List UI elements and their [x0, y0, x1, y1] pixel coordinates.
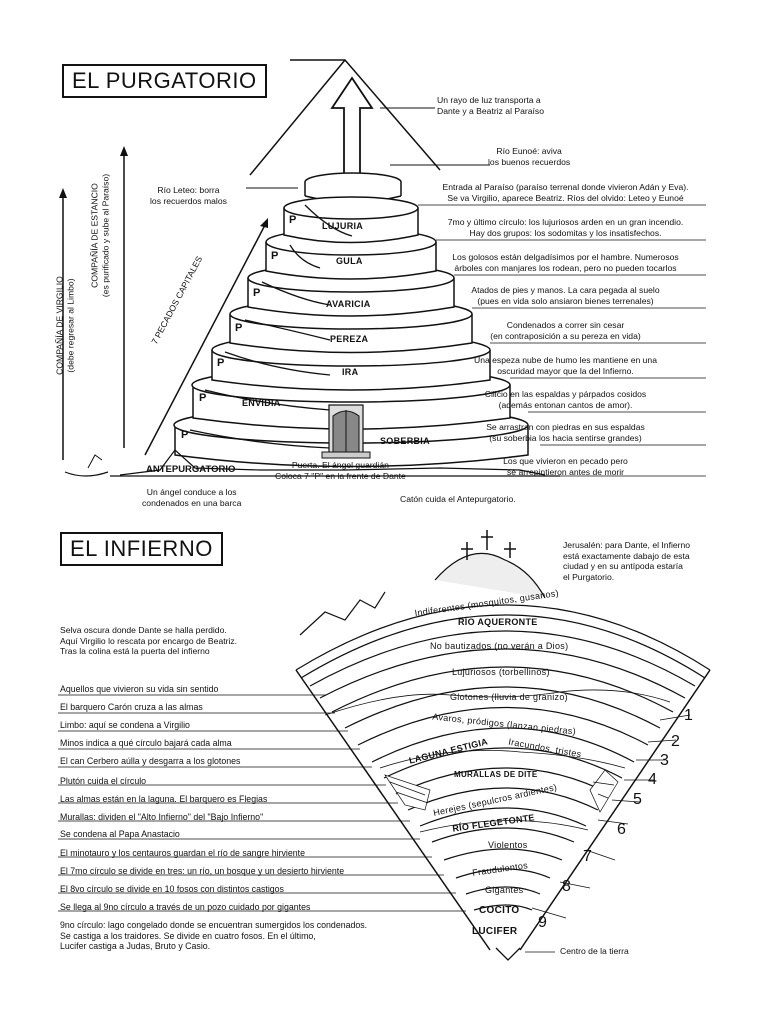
p-mark-5: P [217, 357, 225, 369]
estancio-label: COMPAÑÍA DE ESTANCIO(es purificado y sub… [89, 173, 111, 298]
circle-number-8: 8 [562, 878, 571, 895]
ring-glotones: Glotones (lluvia de granizo) [450, 692, 568, 702]
left-note-8: Murallas: dividen el "Alto Infierno" del… [60, 812, 264, 822]
purgatorio-title: EL PURGATORIO [62, 64, 267, 98]
antepurgatorio-label: ANTEPURGATORIO [146, 464, 236, 475]
left-note-12: El 8vo círculo se divide en 10 fosos con… [60, 884, 284, 894]
right-note-8: Se arrastran con piedras en sus espaldas… [486, 422, 645, 443]
circle-number-4: 4 [648, 771, 657, 788]
terrace-ira: IRA [342, 367, 359, 377]
p-mark-4: P [235, 322, 243, 334]
p-mark-2: P [271, 250, 279, 262]
infierno-drawing [58, 530, 711, 961]
right-note-5: Condenados a correr sin cesar(en contrap… [490, 320, 641, 341]
purgatorio-drawing [59, 59, 706, 477]
ring-violentos: Violentos [488, 840, 528, 850]
right-note-3: Los golosos están delgadísimos por el ha… [452, 252, 679, 273]
left-note-6: Plutón cuida el círculo [60, 776, 147, 786]
right-note-2: 7mo y último círculo: los lujuriosos ard… [447, 217, 684, 238]
terrace-lujuria: LUJURIA [322, 221, 364, 231]
terrace-pereza: PEREZA [330, 334, 369, 344]
left-note-11: El 7mo círculo se divide en tres: un río… [60, 866, 345, 876]
last-note: 9no círculo: lago congelado donde se enc… [60, 920, 368, 951]
circle-number-6: 6 [617, 821, 626, 838]
right-note-4: Atados de pies y manos. La cara pegada a… [471, 285, 660, 306]
virgilio-label: COMPAÑÍA DE VIRGILIO(debe regresar al Li… [54, 276, 76, 375]
circle-number-7: 7 [583, 848, 592, 865]
left-note-2: El barquero Carón cruza a las almas [60, 702, 203, 712]
selva-note: Selva oscura donde Dante se halla perdid… [60, 625, 238, 656]
caton-note: Catón cuida el Antepurgatorio. [400, 494, 516, 504]
ring-lucifer: LUCIFER [472, 926, 518, 937]
centro-note: Centro de la tierra [560, 946, 629, 956]
terrace-gula: GULA [336, 256, 363, 266]
ring-no-bautizados: No bautizados (no verán a Dios) [430, 641, 569, 651]
left-note-3: Limbo: aquí se condena a Virgilio [60, 720, 190, 730]
p-mark-6: P [199, 392, 207, 404]
ring-lujuriosos: Lujuriosos (torbellinos) [452, 667, 550, 677]
p-mark-1: P [289, 214, 297, 226]
right-note-7: Cilicio en las espaldas y párpados cosid… [484, 389, 647, 410]
right-note-6: Una espeza nube de humo les mantiene en … [474, 355, 657, 376]
left-note-1: Aquellos que vivieron su vida sin sentid… [60, 684, 219, 694]
terrace-soberbia: SOBERBIA [380, 436, 430, 446]
right-note-1: Entrada al Paraíso (paraíso terrenal don… [442, 182, 689, 203]
left-note-5: El can Cerbero aúlla y desgarra a los gl… [60, 756, 241, 766]
ring-aqueronte: RÍO AQUERONTE [458, 617, 538, 627]
ring-cocito: COCITO [479, 905, 520, 916]
circle-number-5: 5 [633, 791, 642, 808]
ring-murallas-dite: MURALLAS DE DITE [454, 770, 538, 779]
left-note-9: Se condena al Papa Anastacio [60, 829, 180, 839]
p-mark-7: P [181, 429, 189, 441]
infierno-title: EL INFIERNO [60, 532, 223, 566]
circle-number-1: 1 [684, 707, 693, 724]
left-note-13: Se llega al 9no círculo a través de un p… [60, 902, 311, 912]
left-note-7: Las almas están en la laguna. El barquer… [60, 794, 268, 804]
terrace-envidia: ENVIDIA [242, 398, 281, 408]
circle-number-3: 3 [660, 752, 669, 769]
ring-gigantes: Gigantes [485, 885, 524, 895]
p-mark-3: P [253, 287, 261, 299]
circle-number-2: 2 [671, 733, 680, 750]
terrace-avaricia: AVARICIA [326, 299, 371, 309]
circle-number-9: 9 [538, 914, 547, 931]
left-note-4: Minos indica a qué círculo bajará cada a… [60, 738, 232, 748]
left-note-10: El minotauro y los centauros guardan el … [60, 848, 305, 858]
